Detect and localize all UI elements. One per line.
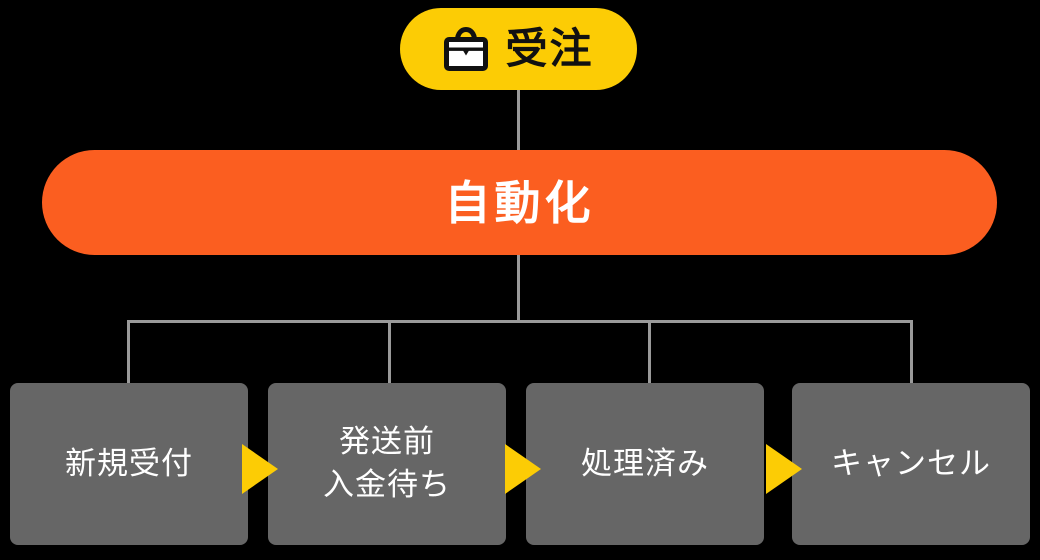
connector-automation-to-bus — [517, 255, 520, 322]
shopping-bag-icon — [443, 26, 489, 71]
status-node-cancelled[interactable]: キャンセル — [792, 383, 1030, 545]
flow-arrow-icon — [766, 444, 802, 494]
connector-bus-to-node-0 — [127, 320, 130, 384]
flow-arrow-icon — [242, 444, 278, 494]
automation-node[interactable]: 自動化 — [42, 150, 997, 255]
status-node-new-order[interactable]: 新規受付 — [10, 383, 248, 545]
status-node-label: 処理済み — [581, 445, 709, 481]
automation-node-label: 自動化 — [444, 176, 595, 229]
status-node-label: 発送前 入金待ち — [323, 424, 451, 502]
status-node-label: キャンセル — [831, 445, 991, 481]
connector-bus-to-node-1 — [388, 320, 391, 384]
flow-arrow-icon — [505, 444, 541, 494]
order-node[interactable]: 受注 — [400, 8, 637, 90]
order-node-label: 受注 — [505, 25, 594, 72]
status-node-awaiting-payment[interactable]: 発送前 入金待ち — [268, 383, 506, 545]
connector-bus-to-node-2 — [648, 320, 651, 384]
connector-pill-to-automation — [517, 90, 520, 150]
connector-horizontal-bus — [127, 320, 913, 323]
status-node-label: 新規受付 — [65, 445, 193, 481]
connector-bus-to-node-3 — [910, 320, 913, 384]
status-node-processed[interactable]: 処理済み — [526, 383, 764, 545]
